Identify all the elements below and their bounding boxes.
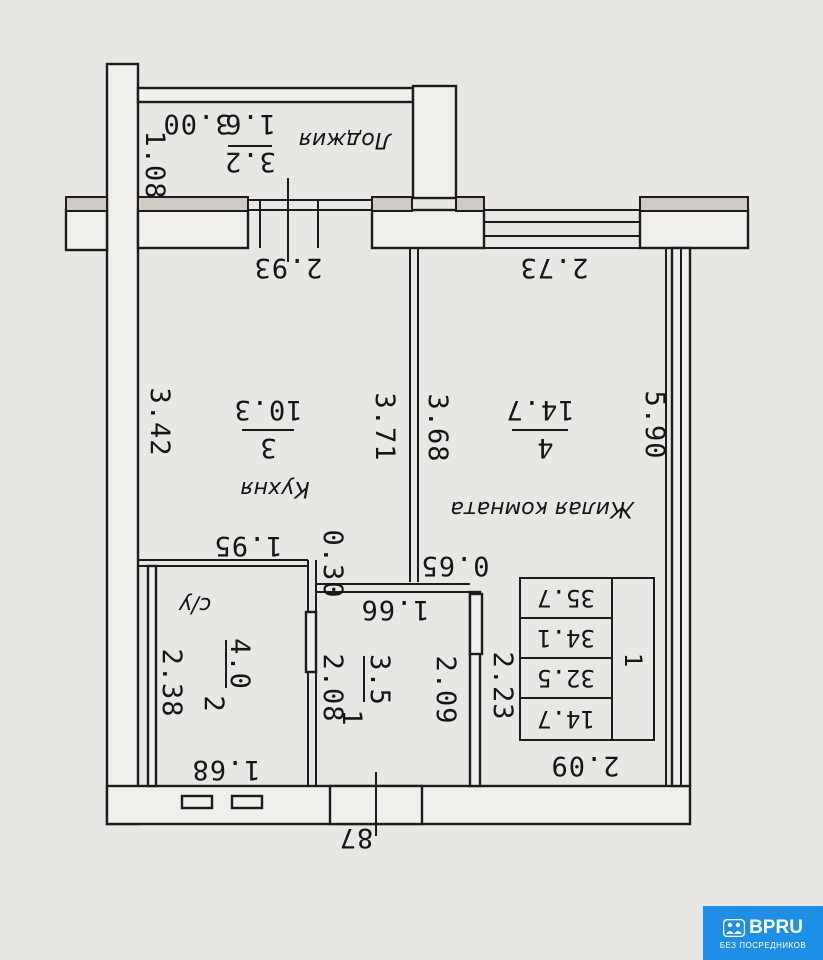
living-dim-right: 5.90 — [639, 390, 670, 459]
kitchen-dim-left: 3.42 — [144, 387, 175, 456]
logo-row: BPRU — [723, 917, 803, 939]
loggia-dim-3: 3.00 — [162, 108, 231, 139]
room-name-kitchen: Кухня — [240, 476, 309, 501]
kitchen-dim-right: 3.71 — [369, 392, 400, 461]
kitchen-dim-bottom: 1.95 — [213, 530, 282, 561]
room-name-bathroom: с/у — [178, 592, 212, 617]
living-dim-bottom: 2.09 — [550, 750, 619, 781]
kitchen-dim-top: 2.93 — [253, 252, 322, 283]
hall-number: 1 — [336, 709, 367, 726]
window-bands — [65, 196, 749, 786]
room-name-loggia: Лоджия — [299, 127, 393, 152]
dim-0-65: 0.65 — [420, 550, 489, 581]
hall-area: 3.5 — [364, 654, 395, 706]
logo-mark: BPRU — [749, 916, 803, 938]
table-value-2: 34.1 — [537, 624, 595, 652]
partitions — [138, 178, 484, 836]
kitchen-number: 3 — [259, 432, 276, 463]
loggia-dim-2: 1.6 — [224, 108, 276, 139]
labels: Лоджия 3.2 1.6 3.00 1.08 2.93 10.3 3 Кух… — [139, 108, 670, 853]
living-area: 14.7 — [505, 394, 574, 425]
living-dim-left: 3.68 — [422, 393, 453, 462]
apartment-number: 87 — [339, 822, 374, 853]
hall-dim-left: 2.08 — [317, 653, 348, 722]
people-icon — [723, 918, 746, 937]
table-value-4: 14.7 — [537, 705, 595, 733]
bath-dim-bottom: 1.68 — [191, 754, 260, 785]
table-value-3: 32.5 — [537, 664, 595, 692]
room-name-living: Жилая комната — [450, 496, 635, 521]
dim-0-30: 0.30 — [317, 529, 348, 598]
bath-number: 2 — [198, 695, 229, 712]
logo-tagline: БЕЗ ПОСРЕДНИКОВ — [719, 940, 807, 950]
loggia-dim-4: 1.08 — [139, 130, 170, 199]
hall-dim-right: 2.09 — [430, 655, 461, 724]
table-value-1: 35.7 — [537, 584, 595, 612]
loggia-dim-1: 3.2 — [224, 146, 276, 177]
hall-dim-top: 1.66 — [360, 594, 429, 625]
bpru-logo[interactable]: BPRU БЕЗ ПОСРЕДНИКОВ — [703, 906, 823, 960]
table-index: 1 — [619, 653, 647, 667]
living-number: 4 — [536, 432, 553, 463]
summary-table — [519, 577, 655, 741]
kitchen-area: 10.3 — [233, 394, 302, 425]
dim-2-23: 2.23 — [487, 651, 518, 720]
living-dim-top: 2.73 — [519, 252, 588, 283]
bath-area: 4.0 — [224, 638, 255, 690]
bath-dim-left: 2.38 — [156, 648, 187, 717]
